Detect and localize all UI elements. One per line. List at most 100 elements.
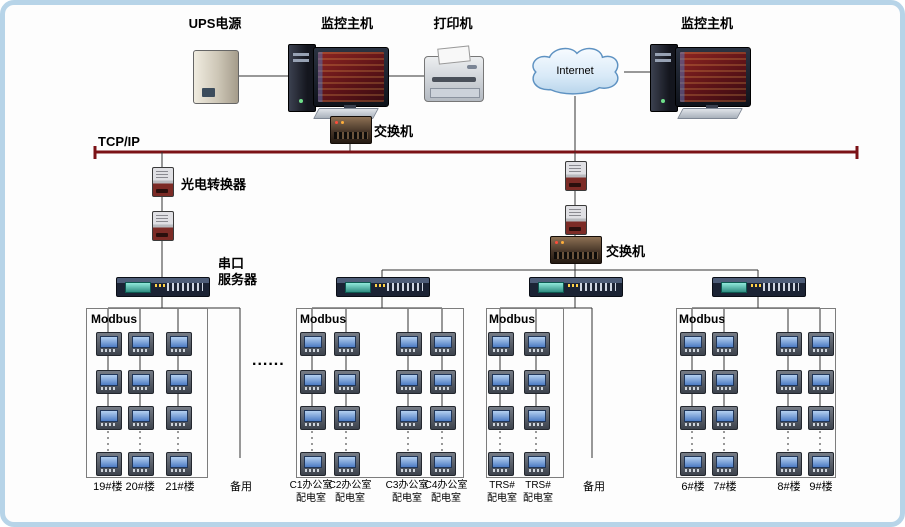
- meter-screen: [684, 410, 702, 422]
- server-leds: [155, 284, 165, 287]
- meter-buttons: [133, 469, 148, 472]
- meter-screen: [338, 410, 356, 422]
- meter-screen: [132, 410, 150, 422]
- meter-buttons: [339, 387, 354, 390]
- label-c2-room: C2办公室 配电室: [328, 480, 372, 504]
- meter-buttons: [171, 469, 186, 472]
- label-spare-2: 备用: [583, 481, 605, 493]
- meter-screen: [400, 374, 418, 386]
- label-spare-1: 备用: [230, 481, 252, 493]
- meter-buttons: [685, 423, 700, 426]
- meter-buttons: [813, 469, 828, 472]
- converter-label: 光电转换器: [181, 177, 247, 192]
- power-meter: [776, 332, 802, 356]
- label-building-19-20: 19#楼 20#楼: [93, 481, 155, 493]
- label-building-9: 9#楼: [809, 481, 833, 493]
- meter-screen: [492, 410, 510, 422]
- serial-server-1: [116, 277, 210, 297]
- modbus-box-3: [486, 308, 564, 478]
- meter-screen: [812, 374, 830, 386]
- meter-screen: [100, 456, 118, 468]
- power-meter: [396, 452, 422, 476]
- meter-buttons: [401, 469, 416, 472]
- modbus-box-1: [86, 308, 208, 478]
- meter-screen: [812, 410, 830, 422]
- drive-bay: [293, 53, 309, 56]
- server-display: [345, 282, 371, 293]
- meter-buttons: [717, 387, 732, 390]
- meter-screen: [716, 374, 734, 386]
- power-meter: [166, 370, 192, 394]
- power-meter: [96, 370, 122, 394]
- server-leds: [375, 284, 385, 287]
- media-converter-1: [152, 167, 174, 197]
- label-trs-room-1: TRS# 配电室: [487, 480, 517, 504]
- meter-buttons: [101, 349, 116, 352]
- switch-leds: [335, 121, 338, 124]
- meter-screen: [170, 374, 188, 386]
- meter-screen: [434, 374, 452, 386]
- meter-screen: [492, 336, 510, 348]
- meter-buttons: [133, 387, 148, 390]
- meter-screen: [812, 456, 830, 468]
- power-meter: [128, 406, 154, 430]
- meter-screen: [434, 410, 452, 422]
- converter-port: [569, 183, 581, 187]
- meter-buttons: [401, 387, 416, 390]
- drive-bay: [655, 59, 671, 62]
- meter-buttons: [339, 469, 354, 472]
- power-led: [661, 99, 665, 103]
- switch-ports: [334, 132, 368, 139]
- meter-screen: [400, 456, 418, 468]
- meter-screen: [684, 336, 702, 348]
- meter-buttons: [781, 349, 796, 352]
- meter-buttons: [171, 387, 186, 390]
- meter-screen: [170, 410, 188, 422]
- meter-screen: [338, 374, 356, 386]
- meter-buttons: [493, 349, 508, 352]
- meter-buttons: [493, 423, 508, 426]
- modbus-label-2: Modbus: [300, 312, 346, 326]
- ellipsis-label: ......: [252, 352, 285, 369]
- meter-buttons: [101, 387, 116, 390]
- meter-screen: [338, 456, 356, 468]
- meter-buttons: [781, 469, 796, 472]
- power-meter: [712, 332, 738, 356]
- power-meter: [430, 406, 456, 430]
- meter-screen: [132, 456, 150, 468]
- power-meter: [430, 332, 456, 356]
- server-display: [721, 282, 747, 293]
- meter-buttons: [717, 349, 732, 352]
- power-meter: [300, 332, 326, 356]
- host2-monitor: [675, 47, 751, 107]
- host1-label: 监控主机: [320, 16, 374, 31]
- meter-buttons: [133, 349, 148, 352]
- label-trs-room-2: TRS# 配电室: [523, 480, 553, 504]
- switch-2: [550, 236, 602, 264]
- switch-ports: [554, 252, 598, 259]
- meter-screen: [528, 374, 546, 386]
- server-leds: [751, 284, 761, 287]
- modbus-box-2: [296, 308, 464, 478]
- meter-screen: [304, 410, 322, 422]
- host1-tower: [288, 44, 316, 112]
- label-c1-room: C1办公室 配电室: [289, 480, 333, 504]
- modbus-label-4: Modbus: [679, 312, 725, 326]
- power-meter: [396, 406, 422, 430]
- meter-screen: [400, 410, 418, 422]
- power-meter: [128, 332, 154, 356]
- power-meter: [524, 370, 550, 394]
- switch-1: [330, 116, 372, 144]
- meter-buttons: [493, 469, 508, 472]
- meter-screen: [528, 410, 546, 422]
- meter-buttons: [493, 387, 508, 390]
- meter-screen: [492, 456, 510, 468]
- converter-port: [156, 233, 168, 237]
- power-meter: [396, 332, 422, 356]
- power-meter: [396, 370, 422, 394]
- power-meter: [96, 332, 122, 356]
- power-meter: [128, 452, 154, 476]
- meter-screen: [132, 336, 150, 348]
- meter-buttons: [529, 349, 544, 352]
- power-meter: [430, 370, 456, 394]
